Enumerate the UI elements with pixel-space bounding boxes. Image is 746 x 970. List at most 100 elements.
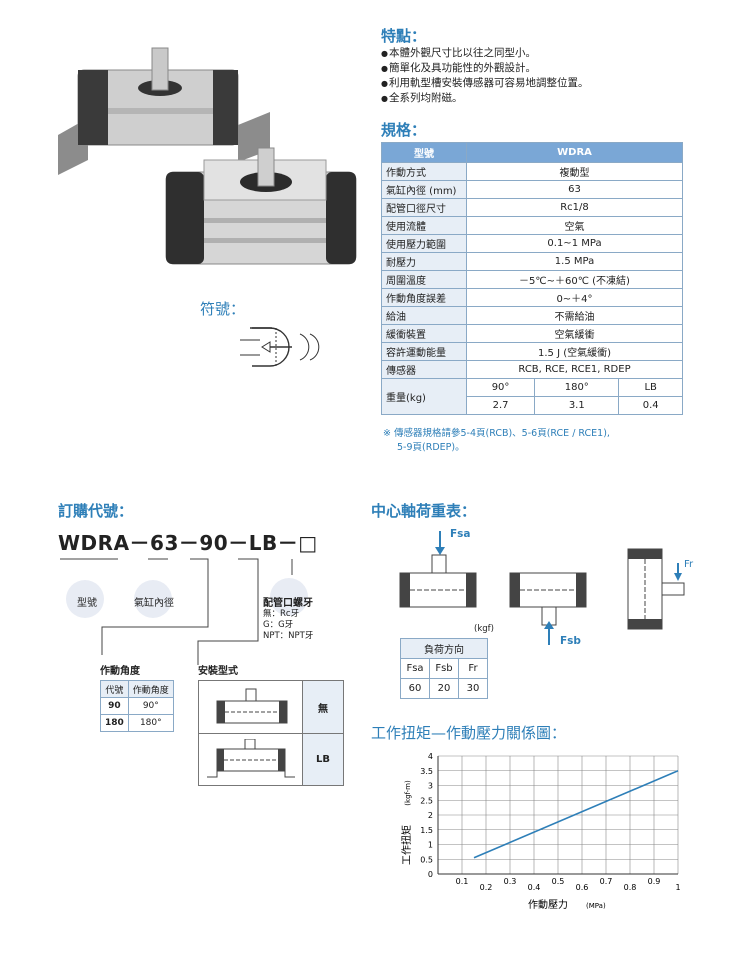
spec-key: 耐壓力	[381, 252, 467, 271]
pneumatic-symbol-icon	[240, 322, 330, 376]
bubble	[270, 578, 308, 616]
spec-value: 0~＋4°	[466, 288, 683, 307]
spec-key: 氣缸內徑 (mm)	[381, 180, 467, 199]
y-axis-unit: (kgf-m)	[404, 780, 412, 806]
mount-title: 安裝型式	[198, 666, 238, 677]
y-tick-label: 1.5	[420, 826, 433, 835]
y-tick-label: 2.5	[420, 796, 433, 805]
spec-key: 傳感器	[381, 360, 467, 379]
spec-value: 0.1~1 MPa	[466, 234, 683, 253]
spec-value: RCB, RCE, RCE1, RDEP	[466, 360, 683, 379]
weight-head: 180°	[534, 378, 620, 397]
x-tick-label: 0.9	[648, 877, 661, 886]
x-tick-label: 0.6	[576, 883, 589, 892]
spec-title: 規格：	[381, 121, 427, 139]
spec-value: －5℃~＋60℃ (不凍結)	[466, 270, 683, 289]
chart-title: 工作扭矩—作動壓力關係圖：	[371, 724, 567, 742]
spec-key: 緩衝裝置	[381, 324, 467, 343]
load-head: 負荷方向	[400, 638, 488, 659]
mount-option-none: 無	[303, 681, 343, 733]
y-axis-label: 工作扭矩	[400, 825, 413, 865]
load-col: Fsa	[400, 658, 430, 679]
bubble	[66, 580, 104, 618]
spec-value: 複動型	[466, 162, 683, 181]
x-tick-label: 0.3	[504, 877, 517, 886]
spec-header-key: 型號	[381, 142, 467, 163]
x-tick-label: 0.4	[528, 883, 541, 892]
feature-item: 本體外觀尺寸比以往之同型小。	[381, 46, 588, 61]
angle-value: 180°	[127, 714, 174, 732]
spec-key: 作動方式	[381, 162, 467, 181]
feature-item: 全系列均附磁。	[381, 91, 588, 106]
angle-value: 90°	[127, 697, 174, 715]
load-title: 中心軸荷重表：	[371, 502, 477, 520]
torque-chart: 0 0.5 1 1.5 2 2.5 3 3.5 4 0.1 0.2 0.3 0.4 0.5 0.6 0.7 0.…	[400, 752, 681, 911]
load-col: Fr	[458, 658, 488, 679]
spec-value: 空氣緩衝	[466, 324, 683, 343]
load-col: Fsb	[429, 658, 459, 679]
x-tick-label: 1	[675, 883, 680, 892]
spec-value: 空氣	[466, 216, 683, 235]
angle-head: 代號	[100, 680, 129, 698]
port-option: NPT：NPT牙	[263, 631, 314, 641]
spec-key: 周圍溫度	[381, 270, 467, 289]
order-code: WDRA－63－90－LB－□	[58, 531, 318, 555]
weight-head: 90°	[465, 378, 536, 397]
x-tick-label: 0.5	[552, 877, 565, 886]
y-tick-label: 1	[428, 841, 433, 850]
x-axis-unit: (MPa)	[586, 902, 606, 910]
mount-none-drawing	[216, 688, 288, 724]
spec-key: 給油	[381, 306, 467, 325]
spec-key: 作動角度誤差	[381, 288, 467, 307]
label-fsb: Fsb	[560, 635, 581, 647]
spec-value: 1.5 J (空氣緩衝)	[466, 342, 683, 361]
load-value: 60	[400, 678, 430, 699]
load-unit: (kgf)	[474, 624, 494, 634]
bubble	[134, 580, 172, 618]
label-port: 配管口螺牙	[263, 598, 313, 609]
divider	[199, 733, 343, 734]
spec-key: 容許運動能量	[381, 342, 467, 361]
mount-lb-drawing	[207, 739, 295, 778]
weight-value: 2.7	[465, 396, 536, 415]
spec-key: 使用壓力範圍	[381, 234, 467, 253]
y-tick-label: 0.5	[420, 855, 433, 864]
mount-option-lb: LB	[303, 734, 343, 785]
angle-code: 180	[100, 714, 129, 732]
port-options: 無：Rc牙 G：G牙 NPT：NPT牙	[263, 609, 313, 642]
x-tick-label: 0.8	[624, 883, 637, 892]
spec-value: Rc1/8	[466, 198, 683, 217]
order-leader-lines	[60, 558, 293, 665]
feature-item: 利用軌型槽安裝傳感器可容易地調整位置。	[381, 76, 589, 91]
y-tick-label: 3.5	[420, 767, 433, 776]
x-tick-label: 0.2	[480, 883, 493, 892]
spec-key-weight: 重量(kg)	[381, 378, 467, 415]
x-tick-label: 0.1	[456, 877, 469, 886]
product-image	[48, 40, 358, 280]
weight-value: 0.4	[618, 396, 683, 415]
port-option: G：G牙	[263, 620, 294, 630]
x-axis-label: 作動壓力	[528, 898, 568, 911]
rotary-actuator-illustration	[58, 47, 357, 265]
order-title: 訂購代號：	[58, 502, 134, 520]
y-tick-label: 3	[428, 782, 433, 791]
y-tick-label: 0	[428, 870, 433, 879]
load-diagram	[399, 531, 685, 645]
weight-head: LB	[618, 378, 683, 397]
load-value: 30	[458, 678, 488, 699]
y-tick-label: 4	[428, 752, 433, 761]
spec-value: 1.5 MPa	[466, 252, 683, 271]
spec-key: 使用流體	[381, 216, 467, 235]
feature-item: 簡單化及具功能性的外觀設計。	[381, 61, 588, 76]
spec-key: 配管口徑尺寸	[381, 198, 467, 217]
y-tick-label: 2	[428, 811, 433, 820]
x-tick-label: 0.7	[600, 877, 613, 886]
spec-value: 63	[466, 180, 683, 199]
spec-header-model: WDRA	[466, 142, 683, 163]
angle-head: 作動角度	[127, 680, 174, 698]
spec-value: 不需給油	[466, 306, 683, 325]
load-value: 20	[429, 678, 459, 699]
